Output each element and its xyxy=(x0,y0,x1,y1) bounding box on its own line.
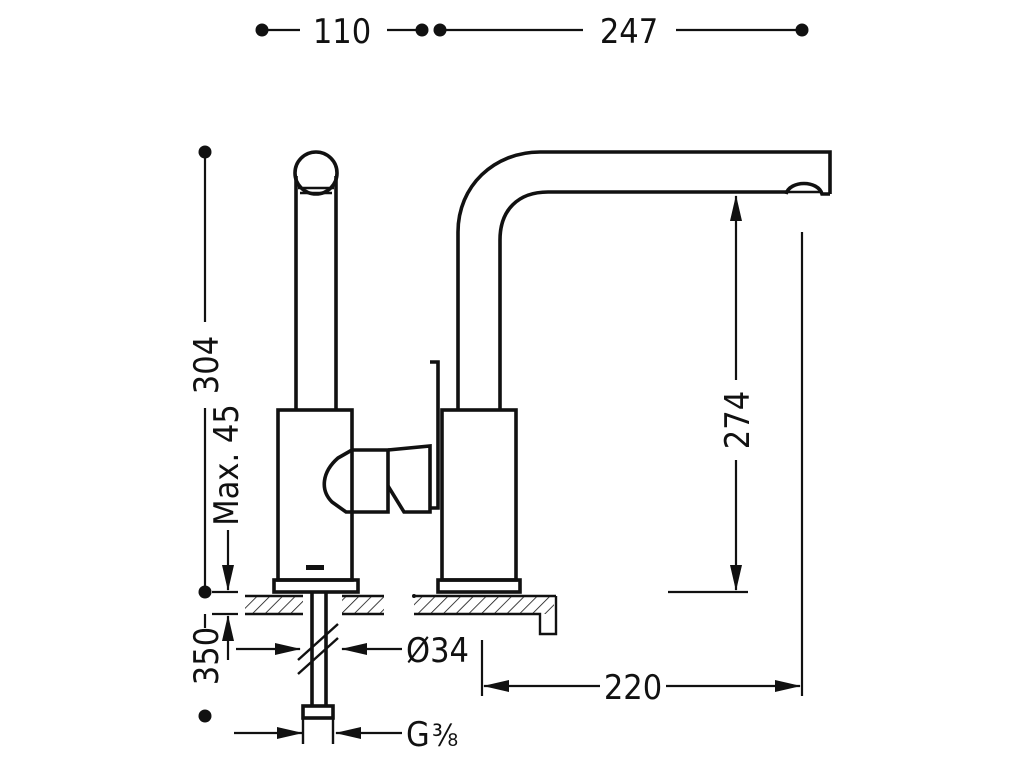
faucet-body-left xyxy=(272,408,360,594)
dimension-base-width: 110 xyxy=(255,12,429,52)
hole-diameter-label: Ø34 xyxy=(406,631,469,671)
hose-length-label: 350 xyxy=(187,627,227,685)
supply-hose xyxy=(297,592,339,720)
total-height-label: 304 xyxy=(187,336,227,394)
base-width-label: 110 xyxy=(313,12,371,52)
outlet-distance-label: 220 xyxy=(604,668,662,708)
cartridge-connector xyxy=(322,360,440,514)
spout-reach-label: 247 xyxy=(600,12,658,52)
connection-label: G xyxy=(406,715,430,755)
faucet-body-right xyxy=(436,408,522,594)
dimension-max-countertop: Max. 45 xyxy=(207,404,247,660)
dimension-spout-height: 274 xyxy=(668,195,758,594)
max-countertop-label: Max. 45 xyxy=(207,404,247,526)
dimension-total-height: 304 xyxy=(187,145,227,599)
dimension-hose-length: 350 xyxy=(187,614,227,723)
dimension-hole-diameter: Ø34 xyxy=(236,631,469,671)
spout-height-label: 274 xyxy=(718,391,758,449)
dimension-spout-reach: 247 xyxy=(433,12,809,52)
connection-fraction-label: ⅜ xyxy=(432,719,458,754)
dimension-connection: G ⅜ xyxy=(234,715,458,755)
dimension-outlet-distance: 220 xyxy=(480,232,804,708)
spout xyxy=(456,150,832,410)
lever-handle xyxy=(293,150,339,410)
countertop xyxy=(245,594,558,636)
